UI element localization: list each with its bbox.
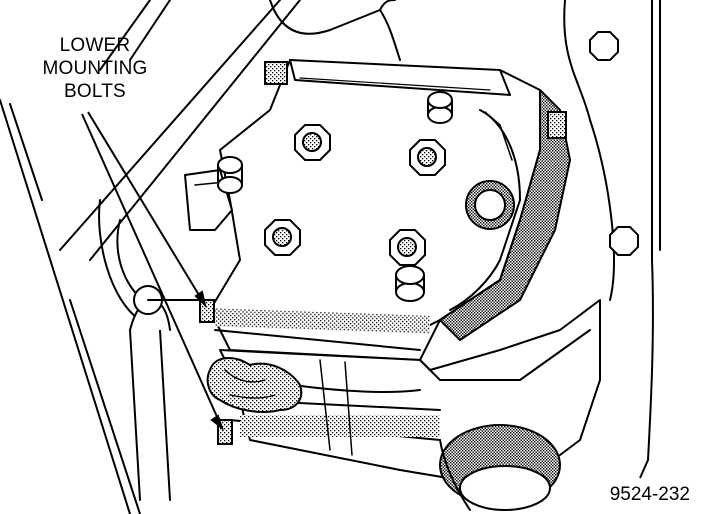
corner-bolt-top [264, 61, 567, 139]
bolt-middle-left [264, 219, 301, 256]
stud-top [427, 91, 453, 124]
lower-rod [129, 285, 211, 501]
callout-line-2: MOUNTING [42, 58, 148, 79]
bolt-middle-right [389, 229, 426, 266]
lower-mounting-bolts-label: LOWER MOUNTING BOLTS [20, 34, 170, 103]
stud-lower [395, 265, 425, 302]
rubber-boot [206, 357, 303, 413]
arrow-head-lower [210, 414, 225, 431]
bolt-large-right [465, 180, 515, 230]
round-boss [439, 424, 561, 511]
frame-bolts [589, 31, 639, 256]
callout-line-1: LOWER [59, 35, 131, 56]
lower-bolt-upper [199, 299, 215, 323]
leader-lines [81, 111, 649, 479]
bolt-upper-left [294, 124, 331, 161]
bolt-upper-right [409, 139, 446, 176]
figure-id: 9524-232 [609, 484, 690, 505]
callout-line-3: BOLTS [64, 81, 126, 102]
arrow-head-upper [194, 290, 207, 309]
leader-line-lower [81, 113, 223, 429]
frame-rail [0, 0, 661, 514]
leader-line-upper [87, 111, 206, 306]
plate-bolts [217, 31, 639, 302]
figure-leader-line [639, 459, 649, 479]
stud-left [217, 156, 243, 194]
